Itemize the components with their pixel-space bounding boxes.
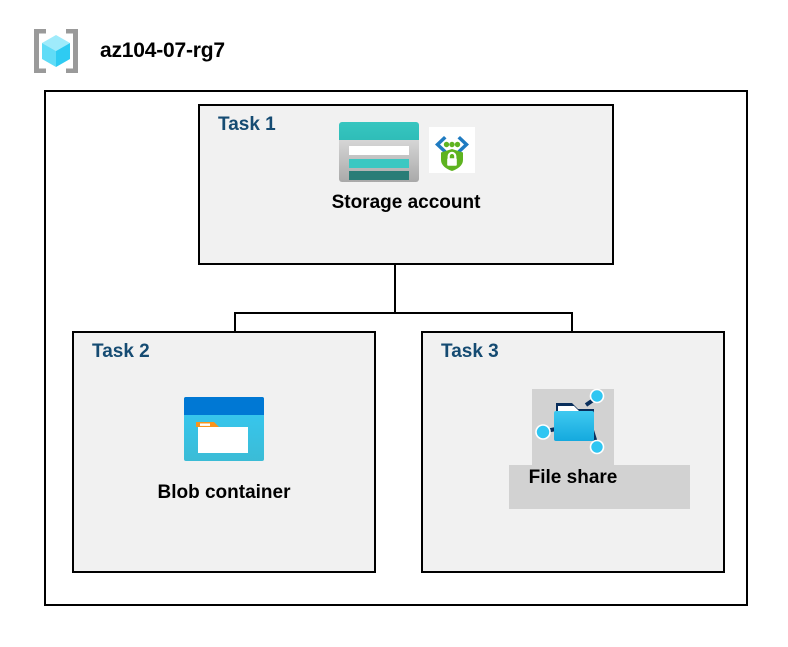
node-storage-account[interactable]: Storage account bbox=[198, 120, 614, 214]
resource-group-header: az104-07-rg7 bbox=[30, 24, 430, 78]
storage-account-caption: Storage account bbox=[331, 192, 481, 213]
task-1-label: Task 1 bbox=[218, 114, 276, 135]
node-file-share[interactable]: File share bbox=[421, 387, 725, 489]
task-3-label: Task 3 bbox=[441, 341, 499, 362]
storage-icon-row bbox=[337, 120, 475, 184]
file-share-icon bbox=[535, 388, 605, 455]
blob-container-caption: Blob container bbox=[157, 482, 291, 503]
private-endpoint-icon bbox=[429, 127, 475, 173]
resource-group-title: az104-07-rg7 bbox=[100, 39, 225, 62]
resource-group-icon bbox=[34, 29, 78, 73]
storage-account-icon bbox=[339, 122, 419, 182]
file-share-label-highlight bbox=[509, 465, 690, 509]
task-1-box[interactable]: Task 1 bbox=[198, 104, 614, 265]
node-blob-container[interactable]: Blob container bbox=[72, 393, 376, 504]
task-2-label: Task 2 bbox=[92, 341, 150, 362]
blob-container-icon bbox=[184, 397, 264, 461]
file-share-caption: File share bbox=[528, 467, 618, 488]
